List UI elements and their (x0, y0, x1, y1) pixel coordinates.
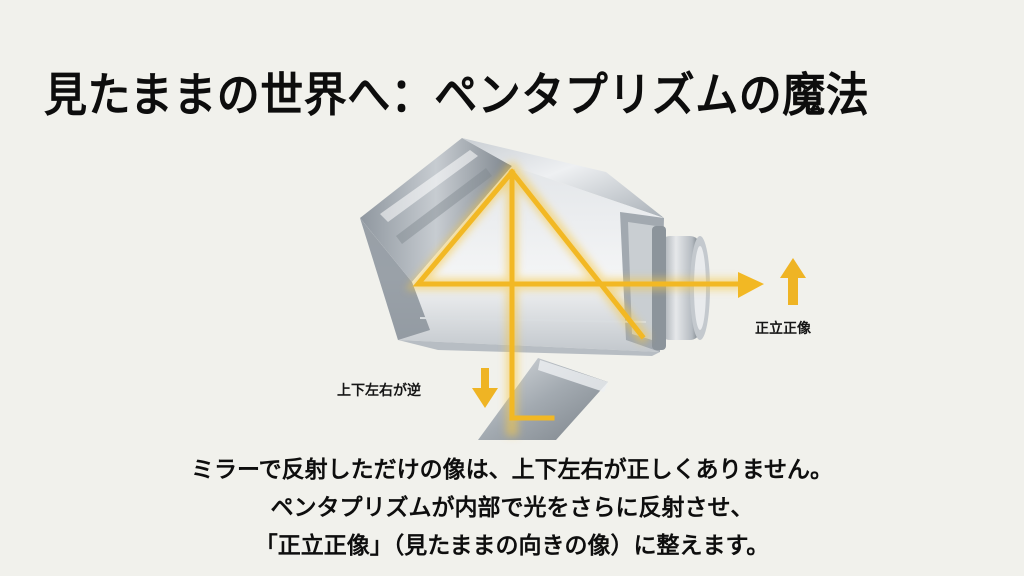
arrow-right-icon (738, 272, 764, 298)
slide-title: 見たままの世界へ：ペンタプリズムの魔法 (44, 68, 870, 123)
caption: ミラーで反射しただけの像は、上下左右が正しくありません。 ペンタプリズムが内部で… (0, 451, 1024, 565)
arrow-down-icon (472, 368, 498, 408)
reflex-mirror (478, 358, 608, 440)
caption-line: 「正立正像」（見たままの向きの像）に整えます。 (254, 533, 770, 559)
caption-line: ミラーで反射しただけの像は、上下左右が正しくありません。 (191, 457, 833, 483)
inverted-image-label: 上下左右が逆 (337, 383, 421, 399)
arrow-up-icon (780, 258, 806, 305)
upright-image-label: 正立正像 (755, 321, 811, 337)
light-path (405, 161, 764, 436)
caption-line: ペンタプリズムが内部で光をさらに反射させ、 (270, 495, 754, 521)
